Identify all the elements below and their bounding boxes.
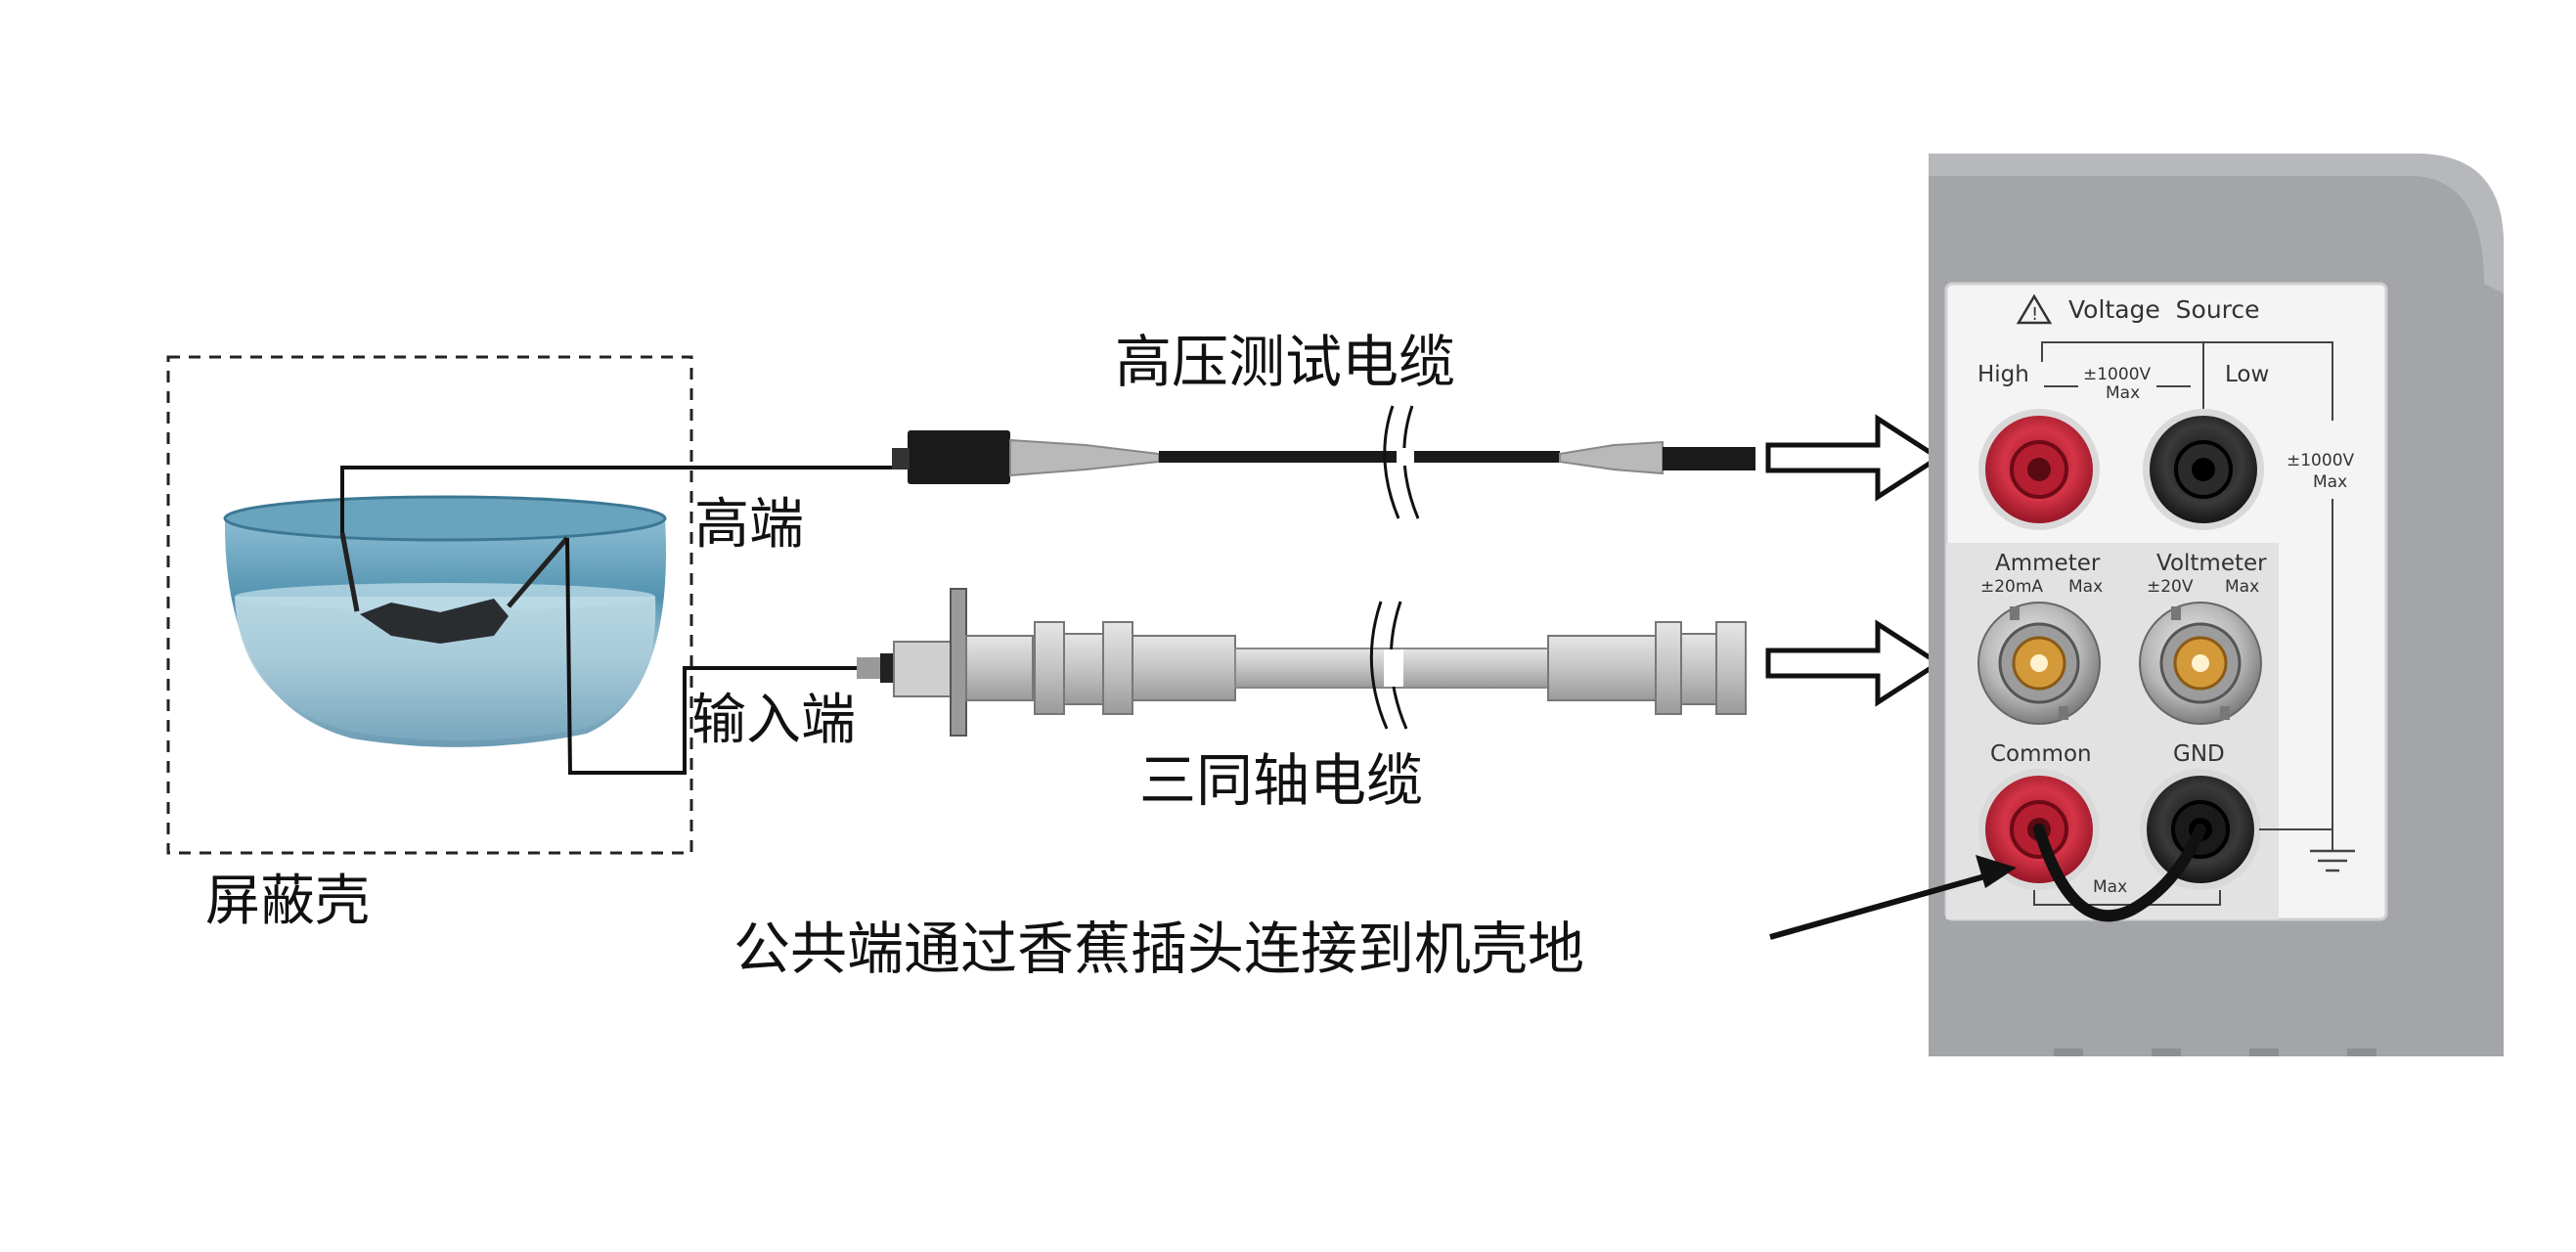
low-label: Low [2225, 362, 2269, 387]
warning-triangle-icon: ! [2016, 293, 2053, 325]
ground-symbol-icon [2310, 849, 2355, 872]
input-wire [565, 537, 885, 775]
voltmeter-bnc-connector[interactable] [2139, 602, 2262, 725]
vs-rating-max: Max [2106, 383, 2140, 403]
vs-rating: ±1000V [2083, 365, 2152, 384]
banana-jumper-wire [2033, 824, 2206, 922]
glass-bowl-icon [223, 495, 667, 747]
gnd-label: GND [2173, 741, 2225, 767]
shield-label: 屏蔽壳 [205, 870, 370, 933]
hv-cable-label: 高压测试电缆 [1115, 329, 1455, 395]
shield-enclosure [166, 355, 910, 855]
common-label: Common [1990, 741, 2092, 767]
hv-test-cable [892, 405, 1755, 519]
bottom-max: Max [2093, 877, 2127, 897]
ammeter-rating: ±20mA [1980, 577, 2043, 597]
ammeter-bnc-connector[interactable] [1977, 602, 2101, 725]
ammeter-label: Ammeter [1995, 551, 2101, 576]
triax-cable [857, 588, 1747, 737]
high-wire [340, 466, 910, 533]
voltmeter-label: Voltmeter [2156, 551, 2267, 576]
high-end-label: 高端 [694, 493, 804, 557]
triax-arrow-icon [1765, 619, 1943, 707]
hv-arrow-icon [1765, 414, 1943, 502]
high-terminal[interactable] [1978, 409, 2100, 530]
shield-dashed-box [166, 355, 693, 855]
triax-cable-label: 三同轴电缆 [1139, 747, 1423, 814]
pointer-arrow-icon [1769, 855, 2017, 940]
ammeter-max: Max [2068, 577, 2103, 597]
voltmeter-max: Max [2225, 577, 2259, 597]
voltmeter-rating: ±20V [2147, 577, 2194, 597]
voltage-source-title: Voltage Source [2068, 295, 2260, 324]
svg-text:!: ! [2031, 304, 2038, 325]
high-label: High [1977, 362, 2029, 387]
instrument-panel: ! Voltage Source High Low ±1000V Max ±10… [1929, 154, 2504, 1056]
instrument-feet [2054, 1049, 2376, 1056]
common-note-label: 公共端通过香蕉插头连接到机壳地 [733, 916, 1584, 982]
side-rating-max: Max [2313, 472, 2347, 492]
input-end-label: 输入端 [691, 689, 856, 752]
side-rating: ±1000V [2287, 451, 2355, 470]
low-terminal[interactable] [2143, 409, 2264, 530]
